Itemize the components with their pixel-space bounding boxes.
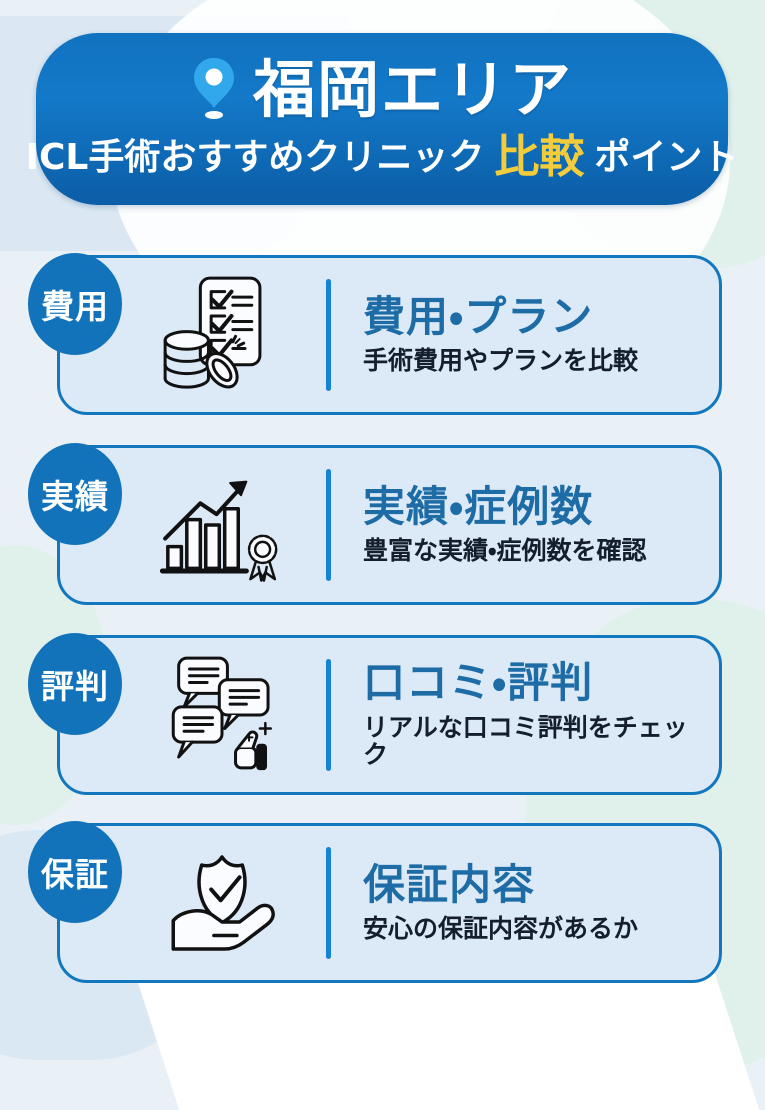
badge-results: 実績: [28, 443, 122, 545]
card-title: 口コミ・評判: [363, 658, 594, 708]
badge-reviews: 評判: [28, 633, 122, 735]
bar-chart-award-icon: [146, 457, 298, 593]
shield-on-hand-icon: [146, 835, 298, 971]
speech-bubbles-thumbs-up-icon: [146, 647, 298, 783]
card-divider: [326, 847, 331, 959]
location-pin-icon: [191, 56, 237, 124]
card-text-block: 口コミ・評判 リアルな口コミ評判をチェック: [363, 661, 699, 768]
card-guarantee: 保証 保証内容 安心の保証内容があるか: [28, 821, 722, 983]
card-cost: 費用 費用・プラン 手術費用やプ: [28, 253, 722, 415]
card-text-block: 実績・症例数 豊富な実績・症例数を確認: [363, 485, 647, 565]
card-title: 保証内容: [363, 860, 536, 910]
card-title: 実績・症例数: [363, 482, 594, 532]
subtitle-before: ICL手術おすすめクリニック: [25, 136, 485, 178]
page-subtitle: ICL手術おすすめクリニック比較ポイント: [26, 134, 739, 179]
card-divider: [326, 279, 331, 391]
subtitle-after: ポイント: [594, 136, 739, 178]
card-reviews: 評判 口コミ・評判 リアルな口コミ評判をチェック: [28, 633, 722, 795]
header-title-row: 福岡エリア: [191, 56, 573, 124]
badge-cost: 費用: [28, 253, 122, 355]
checklist-coins-person-icon: [146, 267, 298, 403]
card-text-block: 費用・プラン 手術費用やプランを比較: [363, 295, 638, 375]
card-title: 費用・プラン: [363, 292, 594, 342]
subtitle-highlight: 比較: [494, 129, 585, 183]
card-divider: [326, 659, 331, 771]
card-description: 安心の保証内容があるか: [363, 914, 639, 944]
card-description: 豊富な実績・症例数を確認: [363, 536, 647, 566]
header-banner: 福岡エリア ICL手術おすすめクリニック比較ポイント: [26, 33, 738, 205]
card-description: 手術費用やプランを比較: [363, 346, 639, 376]
card-description: リアルな口コミ評判をチェック: [363, 712, 688, 770]
badge-guarantee: 保証: [28, 821, 122, 923]
page-title: 福岡エリア: [252, 52, 573, 126]
card-results: 実績 実績・症例数 豊富な実績・症例数を確認: [28, 443, 722, 605]
card-divider: [326, 469, 331, 581]
card-text-block: 保証内容 安心の保証内容があるか: [363, 863, 638, 943]
